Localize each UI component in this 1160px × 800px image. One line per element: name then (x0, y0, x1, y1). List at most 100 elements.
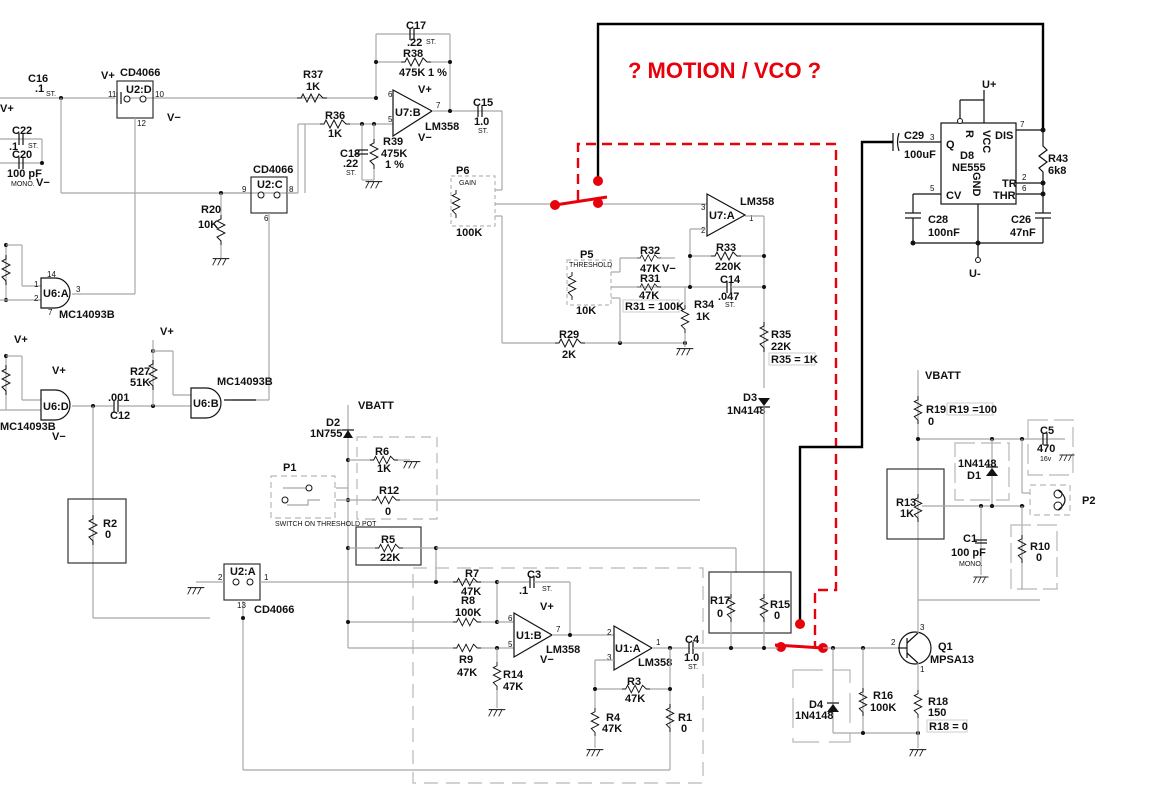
r20-value: 10K (198, 219, 218, 231)
svg-text:3: 3 (701, 203, 706, 212)
r10-value: 0 (1036, 552, 1042, 564)
c15-ref: C15 (473, 97, 493, 109)
u7b-opamp (392, 88, 434, 138)
d2-ref: D2 (326, 417, 340, 429)
c28-value: 100nF (928, 227, 960, 239)
c16-note: ST. (46, 91, 56, 98)
svg-text:2: 2 (34, 294, 39, 303)
r35-mod: R35 = 1K (771, 354, 818, 366)
r9-ref: R9 (459, 654, 473, 666)
r14-ref: R14 (503, 669, 524, 681)
u2a-part: CD4066 (254, 604, 294, 616)
c18-ref: C18 (340, 148, 360, 160)
r19-value: 0 (928, 416, 934, 428)
u2d-part: CD4066 (120, 67, 160, 79)
svg-text:7: 7 (556, 625, 561, 634)
uminus-label: U- (969, 268, 981, 280)
c16-value: .1 (35, 83, 44, 95)
svg-text:1: 1 (34, 280, 39, 289)
p6-name: GAIN (459, 180, 476, 187)
d8-part: NE555 (952, 162, 986, 174)
r36-value: 1K (328, 128, 342, 140)
svg-text:3: 3 (607, 653, 612, 662)
r37-value: 1K (306, 81, 320, 93)
c15-note: ST. (478, 128, 488, 135)
q1-ref: Q1 (938, 641, 953, 653)
svg-text:7: 7 (48, 308, 53, 317)
u2c-part: CD4066 (253, 164, 293, 176)
r1-ref: R1 (678, 712, 692, 724)
c28-ref: C28 (928, 214, 948, 226)
c4-ref: C4 (685, 634, 700, 646)
c15-value: 1.0 (474, 116, 489, 128)
u2a-ref: U2:A (230, 566, 256, 578)
u1a-opamp (613, 624, 654, 672)
u1b-opamp (513, 611, 554, 659)
p6-ref: P6 (456, 165, 469, 177)
r4-value: 47K (602, 723, 622, 735)
r14-value: 47K (503, 681, 523, 693)
c16-ref: C16 (28, 73, 48, 85)
r43-value: 6k8 (1048, 165, 1066, 177)
r18-value: 150 (928, 707, 946, 719)
c20-note: MONO. (11, 181, 35, 188)
r8-value: 100K (455, 607, 481, 619)
r17-value: 0 (717, 608, 723, 620)
r13-value: 1K (900, 508, 914, 520)
r39-value: 475K (381, 148, 407, 160)
c5-note: 16v (1040, 456, 1052, 463)
u6d-vplus: V+ (52, 365, 66, 377)
r6-ref: R6 (375, 446, 389, 458)
d3-diode (758, 398, 770, 406)
r27-vplus: V+ (160, 326, 174, 338)
r10-ref: R10 (1030, 541, 1050, 553)
svg-text:12: 12 (137, 119, 146, 128)
c18-note: ST. (346, 170, 356, 177)
r37-ref: R37 (303, 69, 323, 81)
c5-value: 470 (1037, 443, 1055, 455)
r4-ref: R4 (606, 712, 621, 724)
r5-ref: R5 (381, 534, 395, 546)
r13-ref: R13 (896, 497, 916, 509)
r38-tol: 1 % (428, 67, 447, 79)
u7a-ref: U7:A (709, 210, 735, 222)
u7b-vminus: V− (418, 132, 432, 144)
r33-ref: R33 (716, 242, 736, 254)
u1a-part: LM358 (638, 657, 672, 669)
c1-note: MONO. (959, 561, 983, 568)
section-u6d-u6b: U6:D MC14093B V+ V− V+ .001 C12 R27 51K … (0, 326, 273, 619)
r38-value: 475K (399, 67, 425, 79)
section-input: C16 .1 ST. V+ C22 .1 ST. C20 100 pF MONO… (0, 67, 350, 265)
ne555-cv: CV (946, 190, 962, 202)
vplus-label: V+ (0, 103, 14, 115)
u6a-gate (40, 277, 71, 309)
u6d-vminus: V− (52, 431, 66, 443)
section-ne555: C29 100uF Q D8 NE555 DIS TR THR CV R VCC… (892, 79, 1068, 280)
c26-ref: C26 (1011, 214, 1031, 226)
svg-text:11: 11 (108, 90, 117, 99)
r35-ref: R35 (771, 329, 791, 341)
c1-ref: C1 (963, 533, 977, 545)
d3-ref: D3 (743, 392, 757, 404)
p6-value: 100K (456, 227, 482, 239)
r29-ref: R29 (559, 329, 579, 341)
d4-diode (827, 704, 839, 712)
c20-value: 100 pF (7, 168, 42, 180)
u6b-gate (190, 387, 222, 419)
r12-value: 0 (385, 506, 391, 518)
c22-ref: C22 (12, 125, 32, 137)
r39-tol: 1 % (385, 159, 404, 171)
c29-value: 100uF (904, 149, 936, 161)
u6d-part: MC14093B (0, 421, 56, 433)
d2-zener (343, 430, 353, 438)
r31-ref: R31 (640, 273, 660, 285)
section-output: R17 0 R15 0 D4 1N4148 R16 100K 231 Q1 MP… (708, 571, 974, 757)
annotation-switches (550, 22, 1045, 653)
r2-value: 0 (105, 529, 111, 541)
svg-text:6: 6 (1022, 184, 1027, 193)
r15-value: 0 (774, 610, 780, 622)
d2-value: 1N755 (310, 428, 342, 440)
c29-ref: C29 (904, 130, 924, 142)
